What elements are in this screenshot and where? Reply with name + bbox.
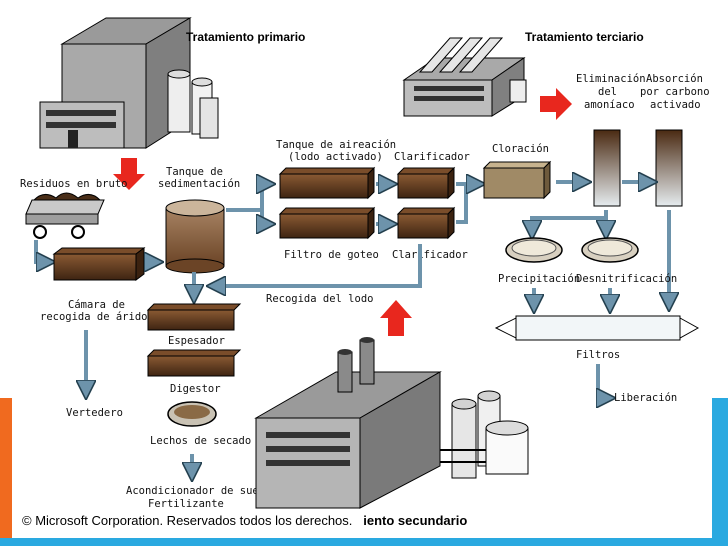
chlorination-label: Cloración: [492, 143, 549, 155]
aeration-label-1: Tanque de aireación: [276, 139, 396, 151]
digester-block: [147, 355, 235, 377]
precipitation-label: Precipitación: [498, 273, 580, 285]
primary-treatment-title: Tratamiento primario: [186, 30, 305, 44]
aeration-label-2: (lodo activado): [288, 151, 383, 163]
red-arrow-secondary: [380, 300, 412, 336]
red-arrow-tertiary: [540, 88, 572, 120]
thickener-block: [147, 309, 235, 331]
denitrification-label: Desnitrificación: [576, 273, 677, 285]
carbon-label-1: Absorción: [646, 73, 703, 85]
primary-plant-icon: [39, 17, 219, 149]
chlorination-block: [483, 167, 545, 199]
ammonia-label-1: Eliminación: [576, 73, 646, 85]
landfill-label: Vertedero: [66, 407, 123, 419]
sludge-collect-label: Recogida del lodo: [266, 293, 373, 305]
tertiary-treatment-title: Tratamiento terciario: [525, 30, 644, 44]
ammonia-label-3: amoníaco: [584, 99, 635, 111]
slide-accent-bottom: [0, 538, 728, 546]
carbon-column: [655, 129, 683, 207]
sed-tank-label-2: sedimentación: [158, 178, 240, 190]
drip-filter-block: [279, 213, 369, 239]
filters-label: Filtros: [576, 349, 620, 361]
waste-cart-icon: [25, 192, 105, 239]
grit-chamber-label-2: recogida de áridos: [40, 311, 154, 323]
secondary-plant-icon: [254, 337, 529, 509]
clarifier-bottom-label: Clarificador: [392, 249, 468, 261]
secondary-treatment-fragment: iento secundario: [363, 513, 468, 528]
carbon-label-2: por carbono: [640, 86, 710, 98]
drip-filter-label: Filtro de goteo: [284, 249, 379, 261]
red-arrow-primary: [113, 158, 145, 190]
copyright-text: © Microsoft Corporation. Reservados todo…: [22, 513, 353, 528]
aeration-tank-block: [279, 173, 369, 199]
copyright-footer: © Microsoft Corporation. Reservados todo…: [22, 513, 467, 528]
tertiary-plant-icon: [402, 37, 527, 117]
carbon-label-3: activado: [650, 99, 701, 111]
ammonia-label-2: del: [598, 86, 617, 98]
ammonia-column: [593, 129, 621, 207]
fertilizer-label: Fertilizante: [148, 498, 224, 510]
raw-waste-label: Residuos en bruto: [20, 178, 127, 190]
release-label: Liberación: [614, 392, 677, 404]
slide-accent-right: [712, 398, 728, 538]
clarifier-top-block: [397, 173, 449, 199]
sed-tank-label-1: Tanque de: [166, 166, 223, 178]
thickener-label: Espesador: [168, 335, 225, 347]
grit-chamber-label-1: Cámara de: [68, 299, 125, 311]
drying-beds-label: Lechos de secado: [150, 435, 251, 447]
clarifier-top-label: Clarificador: [394, 151, 470, 163]
soil-conditioner-label: Acondicionador de suelos: [126, 485, 278, 497]
slide-accent-left: [0, 398, 12, 538]
digester-label: Digestor: [170, 383, 221, 395]
sedimentation-tank-icon: [165, 199, 225, 274]
grit-chamber-block: [53, 253, 137, 281]
clarifier-bottom-block: [397, 213, 449, 239]
filters-block: [515, 315, 681, 341]
